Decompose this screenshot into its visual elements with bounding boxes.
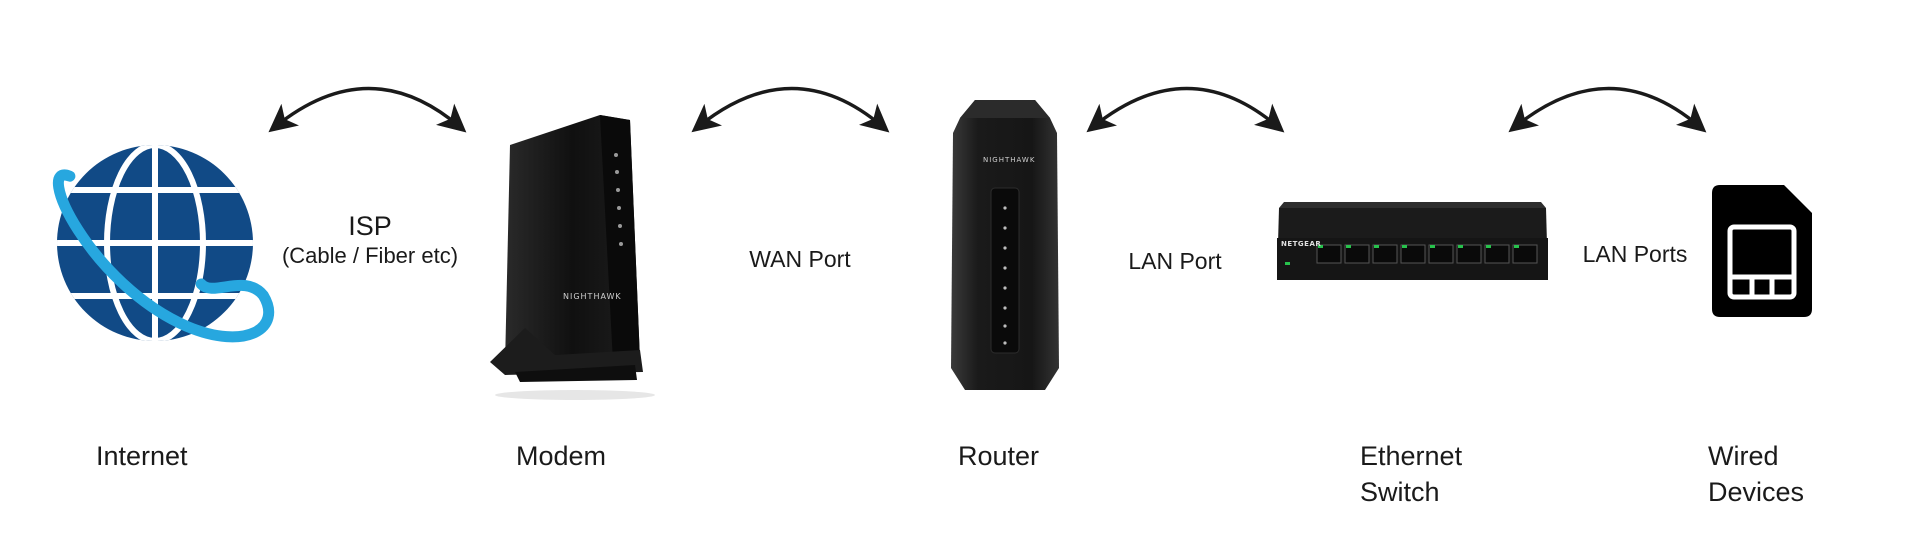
wired-devices-node xyxy=(1712,185,1812,317)
ethernet-switch-icon xyxy=(1277,202,1548,280)
modem-brand-text: NIGHTHAWK xyxy=(563,292,622,301)
internet-label: Internet xyxy=(96,441,188,471)
isp-connection-label: ISP (Cable / Fiber etc) xyxy=(270,210,470,270)
isp-subtitle: (Cable / Fiber etc) xyxy=(281,243,459,268)
router-icon xyxy=(951,100,1059,390)
router-label: Router xyxy=(958,441,1040,471)
wan-port-label: WAN Port xyxy=(749,246,851,272)
switch-brand-text: NETGEAR xyxy=(1281,240,1322,248)
wired-label-line1: Wired xyxy=(1708,441,1779,471)
lan-port-label: LAN Port xyxy=(1128,248,1222,274)
lan-ports-label: LAN Ports xyxy=(1582,241,1688,267)
modem-node: NIGHTHAWK xyxy=(485,110,655,400)
wired-devices-label: Wired Devices xyxy=(1708,438,1804,510)
modem-icon xyxy=(490,115,655,400)
globe-icon xyxy=(53,145,275,343)
wired-label-line2: Devices xyxy=(1708,477,1805,507)
isp-title: ISP xyxy=(348,211,392,241)
switch-label-line2: Switch xyxy=(1360,477,1440,507)
router-node: NIGHTHAWK xyxy=(945,98,1065,398)
sim-card-icon xyxy=(1712,185,1812,317)
modem-label: Modem xyxy=(516,441,607,471)
switch-label-line1: Ethernet xyxy=(1360,441,1463,471)
switch-node: NETGEAR xyxy=(1275,200,1550,285)
router-brand-text: NIGHTHAWK xyxy=(983,156,1036,164)
internet-node xyxy=(53,135,275,350)
switch-label: Ethernet Switch xyxy=(1360,438,1462,510)
